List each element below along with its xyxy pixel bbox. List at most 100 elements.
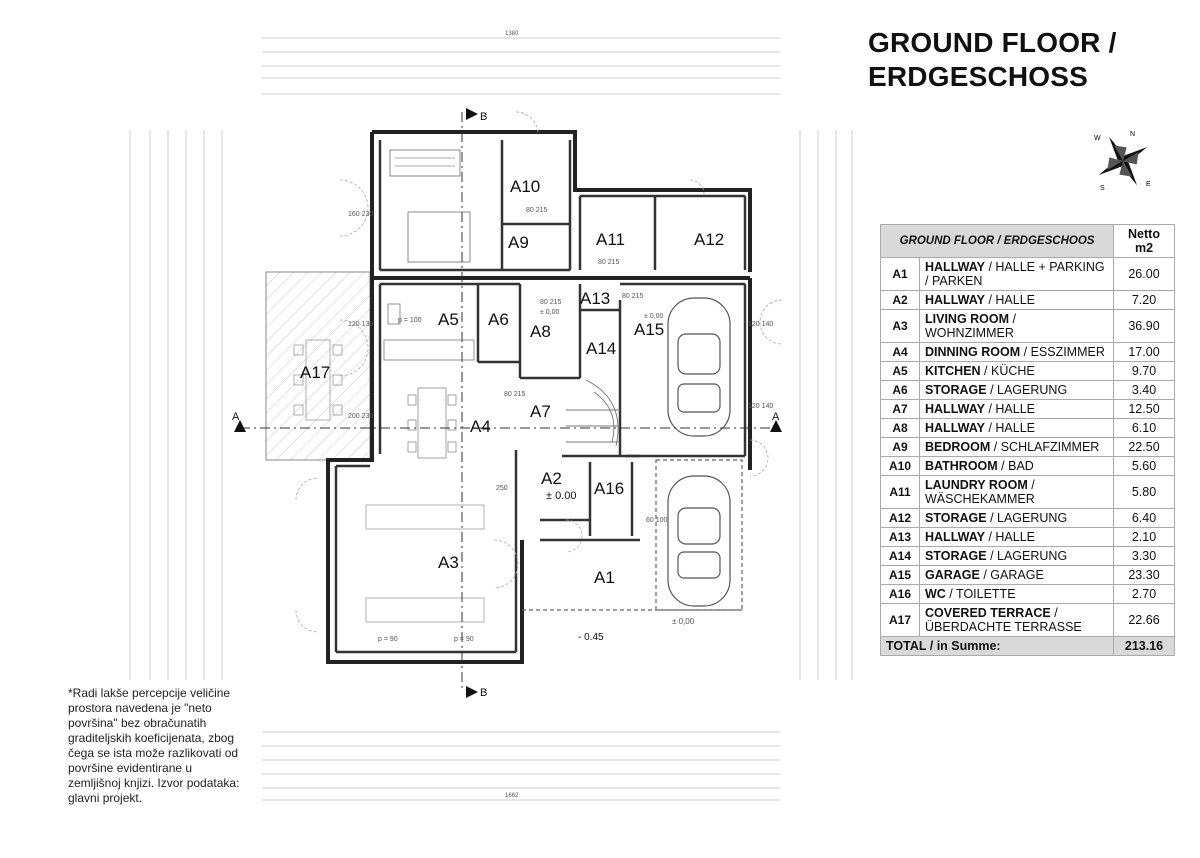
room-name-de: ESSZIMMER <box>1030 345 1105 359</box>
room-name-en: HALLWAY <box>925 421 985 435</box>
room-name-en: STORAGE <box>925 383 987 397</box>
room-name-en: LAUNDRY ROOM <box>925 478 1028 492</box>
room-name: HALLWAY / HALLE <box>919 527 1114 547</box>
room-name: GARAGE / GARAGE <box>919 565 1114 585</box>
room-code: A14 <box>880 546 920 566</box>
room-name-separator: / <box>984 293 996 307</box>
room-code: A8 <box>880 418 920 438</box>
room-name-separator: / <box>980 364 991 378</box>
room-name-en: BATHROOM <box>925 459 998 473</box>
page-title: GROUND FLOOR / ERDGESCHOSS <box>868 26 1117 94</box>
room-name-en: WC <box>925 587 946 601</box>
room-code: A5 <box>880 361 920 381</box>
room-code: A15 <box>880 565 920 585</box>
room-area: 2.10 <box>1113 527 1175 547</box>
window-sill-a5: p = 100 <box>398 317 422 324</box>
bed <box>389 149 471 263</box>
room-name-separator: / <box>945 587 957 601</box>
sofa <box>365 504 485 623</box>
level-entry: ± 0,00 <box>672 617 695 626</box>
room-label-a3: A3 <box>438 553 459 572</box>
room-area: 22.66 <box>1113 603 1175 637</box>
room-area: 2.70 <box>1113 584 1175 604</box>
dimension-lines-top <box>262 37 780 95</box>
room-label-a5: A5 <box>438 310 459 329</box>
dim-a13: 80 215 <box>622 293 644 300</box>
section-arrow-bottom <box>466 686 478 698</box>
room-name: HALLWAY / HALLE + PARKING / PARKEN <box>919 257 1114 291</box>
room-name: BATHROOM / BAD <box>919 456 1114 476</box>
dimension-lines-sides <box>129 130 853 680</box>
terrace-hatch <box>265 271 371 461</box>
title-line-1: GROUND FLOOR / <box>868 27 1117 58</box>
room-label-a10: A10 <box>510 177 540 196</box>
table-total-row: TOTAL / in Summe:213.16 <box>880 636 1175 656</box>
room-label-a8: A8 <box>530 322 551 341</box>
room-name-en: KITCHEN <box>925 364 981 378</box>
room-name-separator: / <box>984 421 996 435</box>
compass-s: S <box>1100 185 1105 192</box>
room-name-de: HALLE <box>995 402 1035 416</box>
dim-a16: 60 100 <box>646 517 668 524</box>
room-name-de: GARAGE <box>990 568 1044 582</box>
room-name-separator: / <box>1050 606 1058 620</box>
room-label-a17: A17 <box>300 363 330 382</box>
room-name-de: ÜBERDACHTE TERRASSE <box>925 620 1082 634</box>
room-name-en: STORAGE <box>925 511 987 525</box>
room-name-separator: / <box>990 440 1001 454</box>
dim-a15-right-2: 120 140 <box>748 403 773 410</box>
kitchen-counter <box>383 303 475 361</box>
room-area: 36.90 <box>1113 309 1175 343</box>
room-label-a2: A2 <box>541 469 562 488</box>
table-row: A8 HALLWAY / HALLE 6.10 <box>880 418 1175 438</box>
section-arrow-left <box>234 420 246 432</box>
room-label-a6: A6 <box>488 310 509 329</box>
dim-a4-left: 200 230 <box>348 413 373 420</box>
room-code: A2 <box>880 290 920 310</box>
room-name: HALLWAY / HALLE <box>919 399 1114 419</box>
room-name-separator: / <box>1009 312 1016 326</box>
room-name-de: KÜCHE <box>990 364 1035 378</box>
room-name: LIVING ROOM / WOHNZIMMER <box>919 309 1114 343</box>
room-code: A16 <box>880 584 920 604</box>
room-name-de: HALLE <box>995 293 1035 307</box>
section-lines <box>240 112 780 690</box>
room-label-a16: A16 <box>594 479 624 498</box>
room-name-separator: / <box>1020 345 1031 359</box>
room-area: 6.10 <box>1113 418 1175 438</box>
total-value: 213.16 <box>1113 636 1175 656</box>
level-a2: ± 0.00 <box>546 490 577 502</box>
room-name-de: WÄSCHEKAMMER <box>925 492 1035 506</box>
room-label-a14: A14 <box>586 339 616 358</box>
room-name: HALLWAY / HALLE <box>919 290 1114 310</box>
window-sill-a3-right: p = 90 <box>454 636 474 643</box>
door-swings <box>295 111 783 633</box>
room-code: A3 <box>880 309 920 343</box>
room-code: A1 <box>880 257 920 291</box>
room-name: LAUNDRY ROOM / WÄSCHEKAMMER <box>919 475 1114 509</box>
room-area: 3.30 <box>1113 546 1175 566</box>
room-name: STORAGE / LAGERUNG <box>919 546 1114 566</box>
room-name-separator: / <box>1027 478 1035 492</box>
room-name-separator: / <box>986 549 998 563</box>
interior-walls <box>334 140 747 654</box>
room-name-en: HALLWAY <box>925 260 985 274</box>
room-code: A4 <box>880 342 920 362</box>
room-label-a7: A7 <box>530 402 551 421</box>
room-name: COVERED TERRACE / ÜBERDACHTE TERRASSE <box>919 603 1114 637</box>
level-a15: ± 0,00 <box>644 313 664 320</box>
room-area: 5.80 <box>1113 475 1175 509</box>
dim-a10: 80 215 <box>526 207 548 214</box>
room-name: DINNING ROOM / ESSZIMMER <box>919 342 1114 362</box>
room-name-de: HALLE <box>995 421 1035 435</box>
room-area: 22.50 <box>1113 437 1175 457</box>
